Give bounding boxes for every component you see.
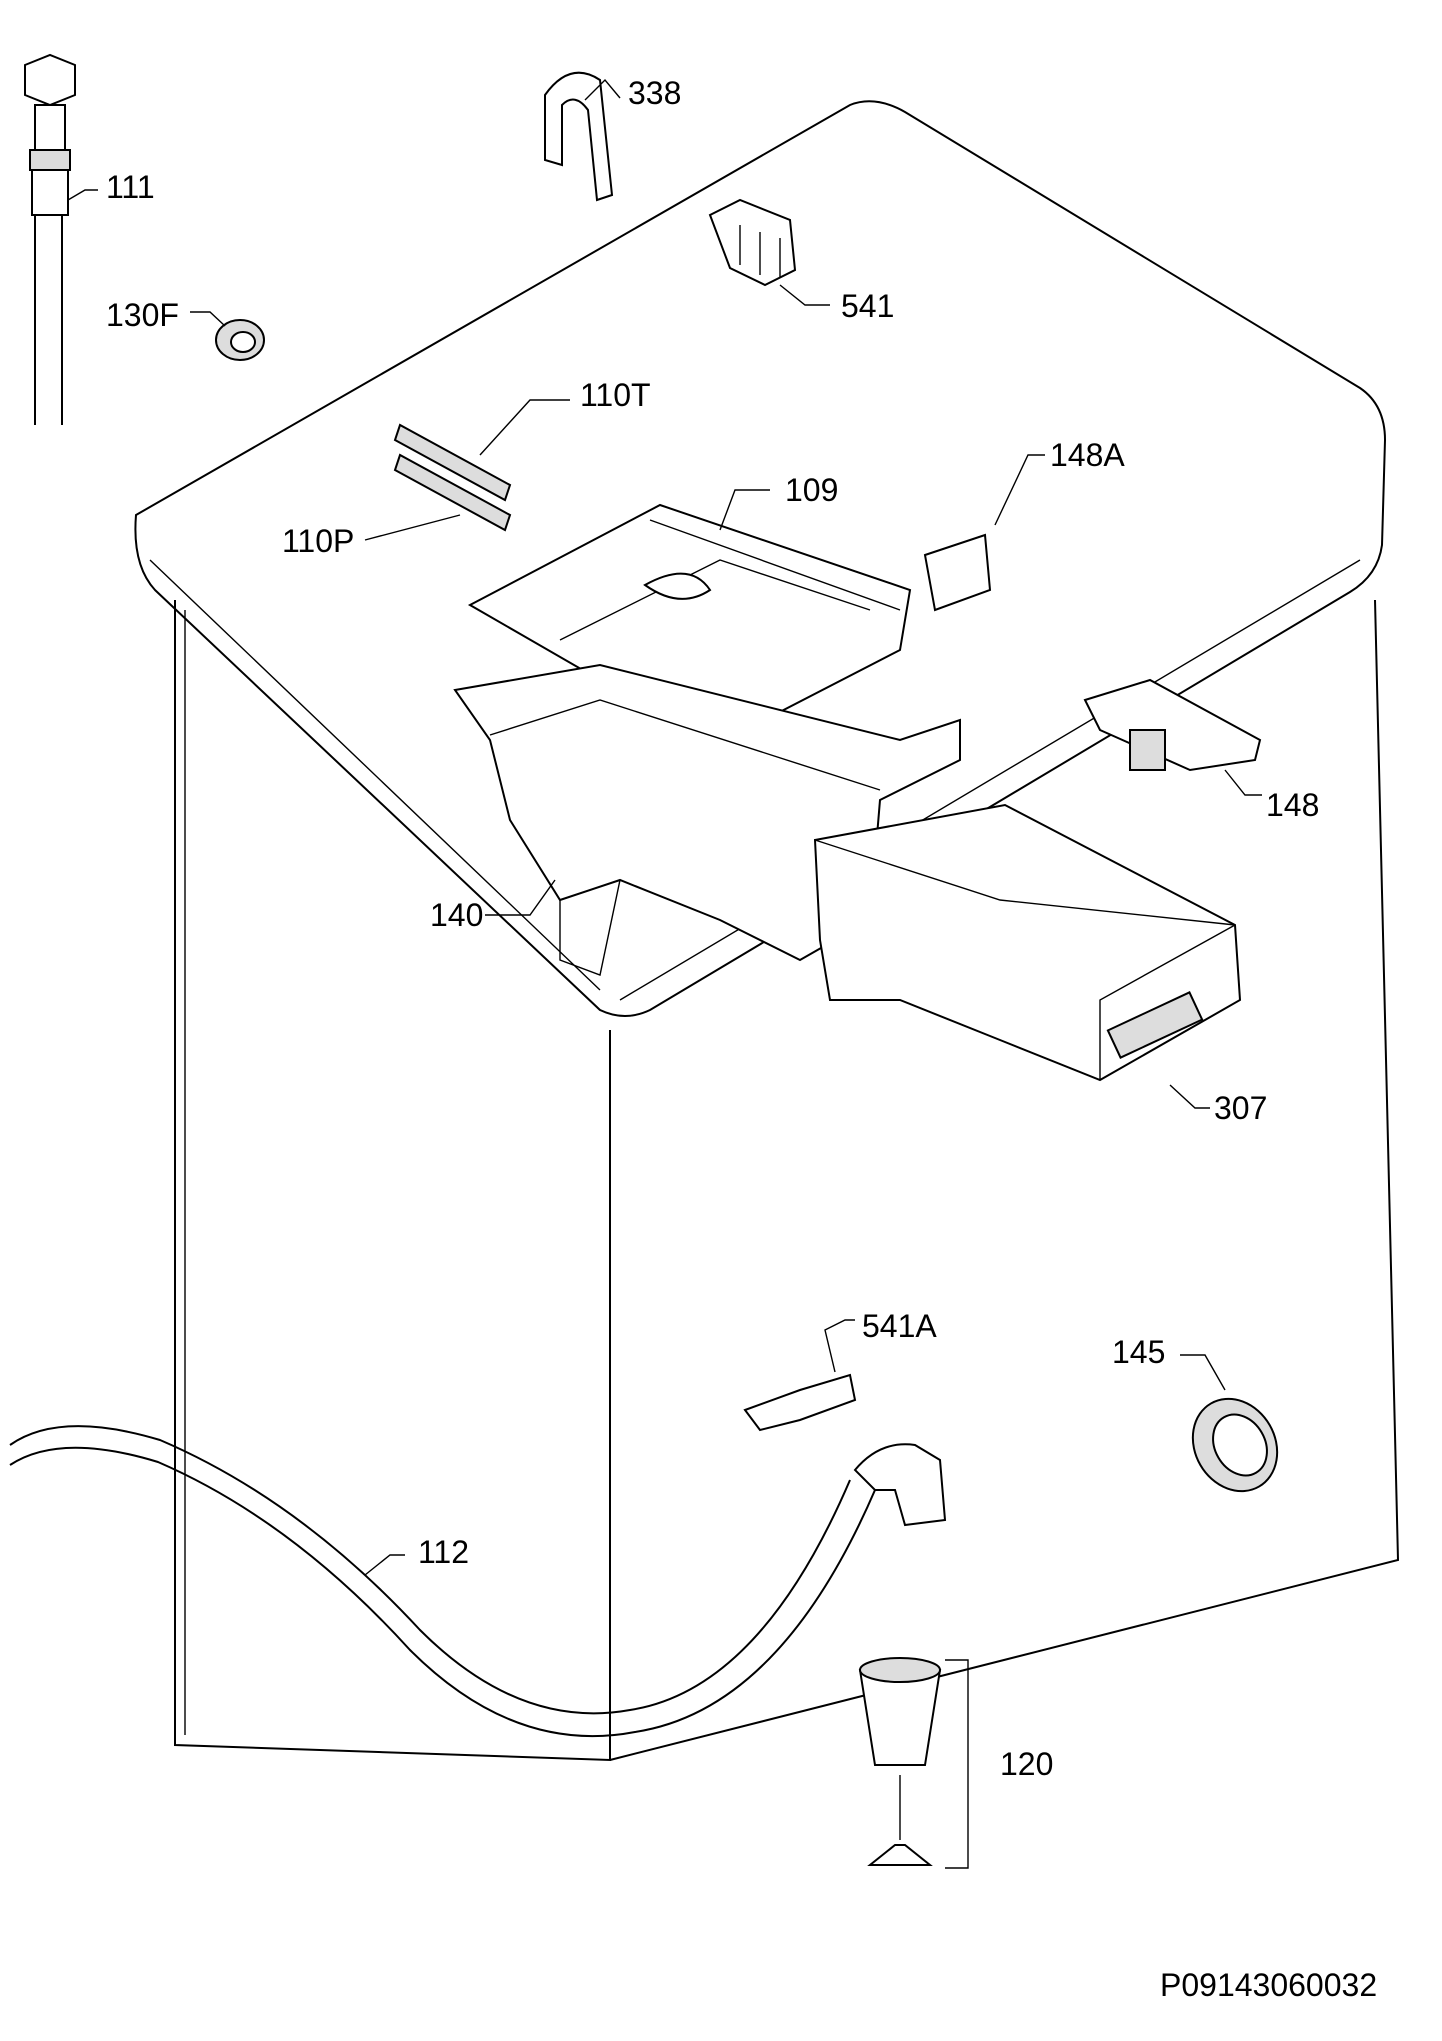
part-148-lever [1083,678,1262,796]
part-120-drain-filter [858,1657,969,1869]
label-145: 145 [1112,1334,1165,1370]
part-541A-clip [743,1319,857,1432]
part-338-clip [544,71,621,202]
label-109: 109 [785,472,838,508]
label-148: 148 [1266,787,1319,823]
part-112-drain-hose [9,1425,947,1738]
part-541-clip [708,198,830,306]
label-112: 112 [418,1534,469,1570]
part-130F-nut [190,311,265,361]
label-130F: 130F [106,297,179,333]
label-307: 307 [1214,1090,1267,1126]
label-148A: 148A [1050,437,1125,473]
drawing-code: P09143060032 [1160,1967,1377,2003]
label-338: 338 [628,75,681,111]
part-110-tubes [364,399,570,541]
part-111-inlet-hose [24,53,98,425]
label-541A: 541A [862,1308,937,1344]
label-110P: 110P [282,523,354,559]
label-110T: 110T [580,377,651,413]
label-120: 120 [1000,1746,1053,1782]
label-541: 541 [841,288,894,324]
label-140: 140 [430,897,483,933]
label-111: 111 [106,169,155,205]
part-148A-label [923,454,1045,612]
part-307-drawer [813,803,1242,1109]
part-145-pressure-switch [1180,1354,1279,1493]
